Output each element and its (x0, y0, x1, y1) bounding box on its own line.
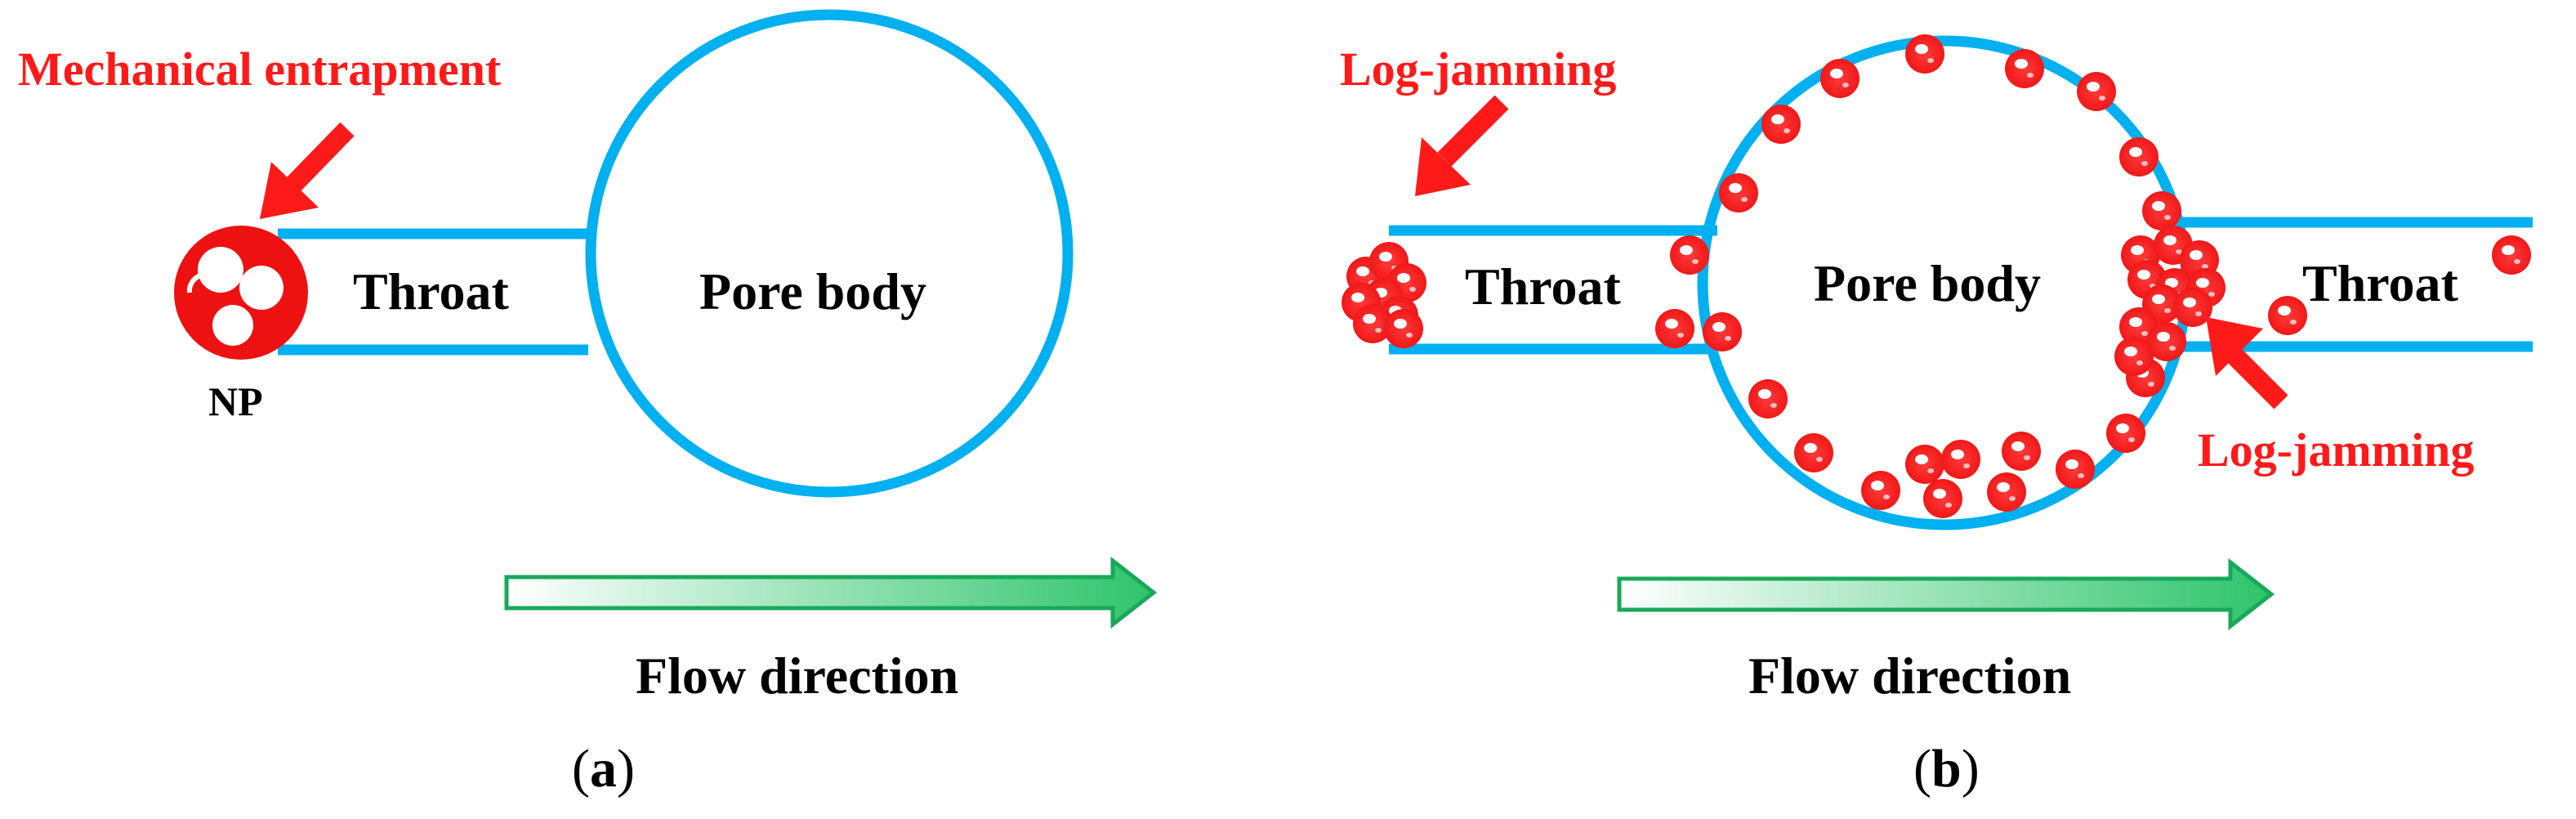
throat-label: Throat (353, 262, 510, 320)
nanoparticle (1761, 105, 1801, 144)
nanoparticle-group (1342, 34, 2531, 518)
nanoparticle (1719, 173, 1758, 213)
nanoparticle (2005, 49, 2044, 88)
panel-a: Mechanical entrapment Throat Pore body N… (18, 9, 1158, 799)
nanoparticle (2268, 296, 2307, 335)
nanoparticle (1703, 312, 1742, 351)
pore-body-label-b: Pore body (1814, 254, 2041, 312)
flow-direction-arrow-b (1617, 557, 2275, 631)
entrapment-arrow (260, 122, 355, 219)
caption-a: (a) (572, 739, 635, 799)
nanoparticle (1384, 309, 1423, 348)
nanoparticle (1905, 445, 1944, 484)
caption-a-close: ) (617, 739, 635, 799)
flow-direction-arrow (504, 556, 1158, 629)
throat-right-label: Throat (2302, 254, 2459, 312)
nanoparticle (2106, 414, 2145, 453)
nanoparticle (1923, 479, 1962, 518)
log-jamming-label-right: Log-jamming (2198, 423, 2474, 477)
panel-b: Log-jamming Throat Pore body Throat Log-… (1340, 34, 2533, 799)
log-jamming-label-left: Log-jamming (1340, 43, 1616, 96)
nanoparticle (1941, 440, 1980, 479)
throat-left-label: Throat (1465, 257, 1622, 316)
caption-b: (b) (1913, 739, 1980, 799)
caption-b-letter: b (1931, 739, 1962, 799)
log-jamming-arrow-right (2206, 317, 2288, 410)
flow-direction-label: Flow direction (636, 647, 958, 705)
nanoparticle (2056, 450, 2095, 489)
caption-a-letter: a (590, 739, 617, 799)
nanoparticle (2119, 137, 2159, 177)
nanoparticle (1353, 304, 1392, 343)
np-label: NP (208, 378, 263, 424)
nanoparticle (2002, 432, 2041, 471)
nanoparticle (2114, 337, 2154, 376)
nanoparticle (2142, 191, 2181, 230)
nanoparticle (1905, 34, 1944, 74)
nanoparticle (1987, 472, 2026, 512)
nanoparticle (2173, 288, 2212, 327)
nanoparticle (1655, 309, 1694, 348)
mechanical-entrapment-label: Mechanical entrapment (18, 43, 502, 96)
caption-b-close: ) (1962, 739, 1980, 799)
pore-body-circle (585, 9, 1074, 498)
np-particle (174, 226, 308, 360)
nanoparticle (2147, 322, 2186, 361)
pore-body-label: Pore body (699, 262, 926, 320)
nanoparticle (2492, 235, 2531, 275)
nanoparticle (1794, 433, 1833, 472)
flow-direction-label-b: Flow direction (1748, 647, 2071, 705)
nanoparticle (1861, 471, 1900, 510)
nanoparticle (1670, 235, 1709, 275)
nanoparticle (1820, 59, 1859, 98)
log-jamming-arrow-left (1415, 95, 1509, 196)
caption-b-open: ( (1913, 739, 1931, 799)
nanoparticle (1748, 379, 1788, 418)
caption-a-open: ( (572, 739, 590, 799)
nanoparticle (2077, 72, 2116, 111)
